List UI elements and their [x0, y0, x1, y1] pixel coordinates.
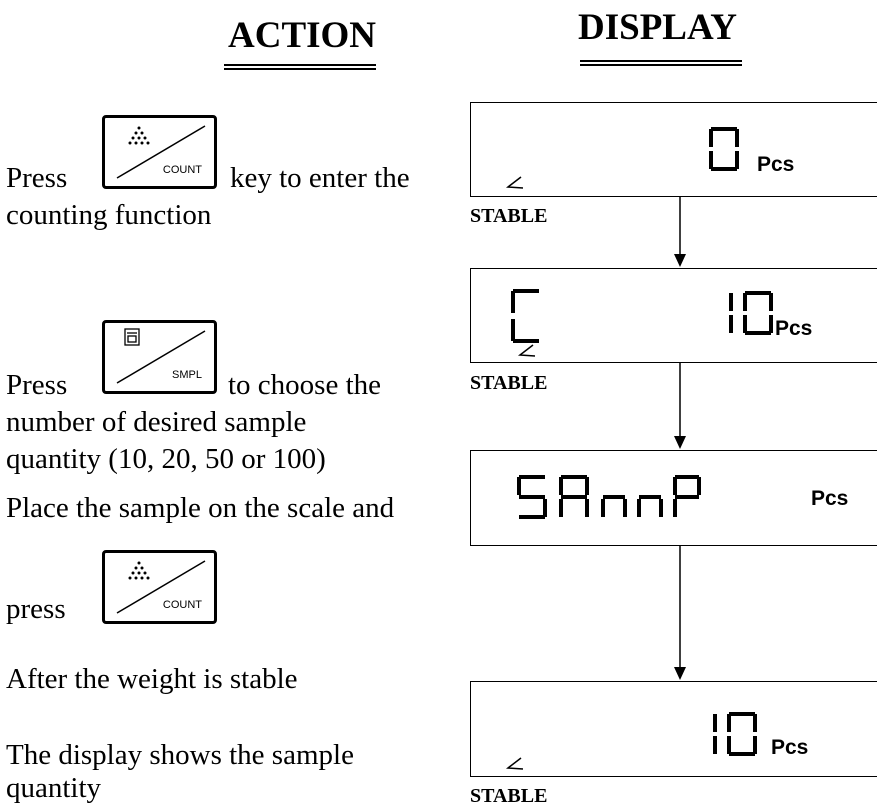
- pyramid-icon: [128, 126, 150, 145]
- step-sample-press-text: Press: [6, 369, 68, 401]
- action-header: ACTION: [228, 15, 377, 56]
- step-stable-text: After the weight is stable: [6, 663, 298, 695]
- step-sample-line2: number of desired sample: [6, 406, 307, 438]
- count-key[interactable]: COUNT: [102, 115, 217, 189]
- stable-label: STABLE: [470, 372, 548, 394]
- count-key-2[interactable]: COUNT: [102, 550, 217, 624]
- display-panel-2: Pcs: [470, 268, 877, 363]
- stable-indicator-icon: [505, 176, 524, 189]
- step-sample-after-text: to choose the: [228, 369, 382, 401]
- step-place-press: press: [6, 593, 66, 625]
- display-header-underline: [580, 60, 742, 66]
- mode-char-c: [511, 289, 539, 343]
- step-place-line1: Place the sample on the scale and: [6, 492, 395, 524]
- smpl-key-label: SMPL: [172, 369, 202, 381]
- step-count-press-text: Press: [6, 162, 68, 194]
- count-key-label: COUNT: [162, 164, 202, 176]
- stable-indicator-icon: [517, 344, 536, 357]
- readout-sample: [517, 475, 701, 519]
- readout-digits: [713, 712, 757, 756]
- count-key-graphic: [116, 560, 206, 614]
- pyramid-icon: [128, 561, 150, 580]
- step-count-line2: counting function: [6, 199, 212, 231]
- step-shows-line2: quantity: [6, 772, 102, 804]
- action-header-underline: [224, 64, 376, 70]
- flow-arrow-2: [674, 362, 686, 449]
- stable-label: STABLE: [470, 205, 548, 227]
- display-header: DISPLAY: [578, 7, 738, 48]
- display-panel-3: Pcs: [470, 450, 877, 546]
- flow-arrow-3: [674, 545, 686, 680]
- display-panel-1: Pcs: [470, 102, 877, 197]
- unit-label: Pcs: [775, 317, 813, 340]
- count-key-2-label: COUNT: [162, 599, 202, 611]
- step-sample-line3: quantity (10, 20, 50 or 100): [6, 443, 326, 475]
- smpl-key[interactable]: SMPL: [102, 320, 217, 394]
- unit-label: Pcs: [757, 153, 795, 176]
- smpl-key-graphic: [116, 328, 206, 384]
- unit-label: Pcs: [771, 736, 809, 759]
- flow-arrow-1: [674, 196, 686, 267]
- stable-indicator-icon: [505, 757, 524, 770]
- count-key-graphic: [116, 125, 206, 179]
- step-shows-line1: The display shows the sample: [6, 739, 354, 771]
- display-panel-4: Pcs: [470, 681, 877, 777]
- readout-digit: [709, 127, 739, 171]
- stable-label: STABLE: [470, 785, 548, 807]
- readout-digits: [729, 291, 773, 335]
- step-count-after-text: key to enter the: [230, 162, 410, 194]
- unit-label: Pcs: [811, 487, 849, 510]
- weight-icon: [124, 328, 140, 346]
